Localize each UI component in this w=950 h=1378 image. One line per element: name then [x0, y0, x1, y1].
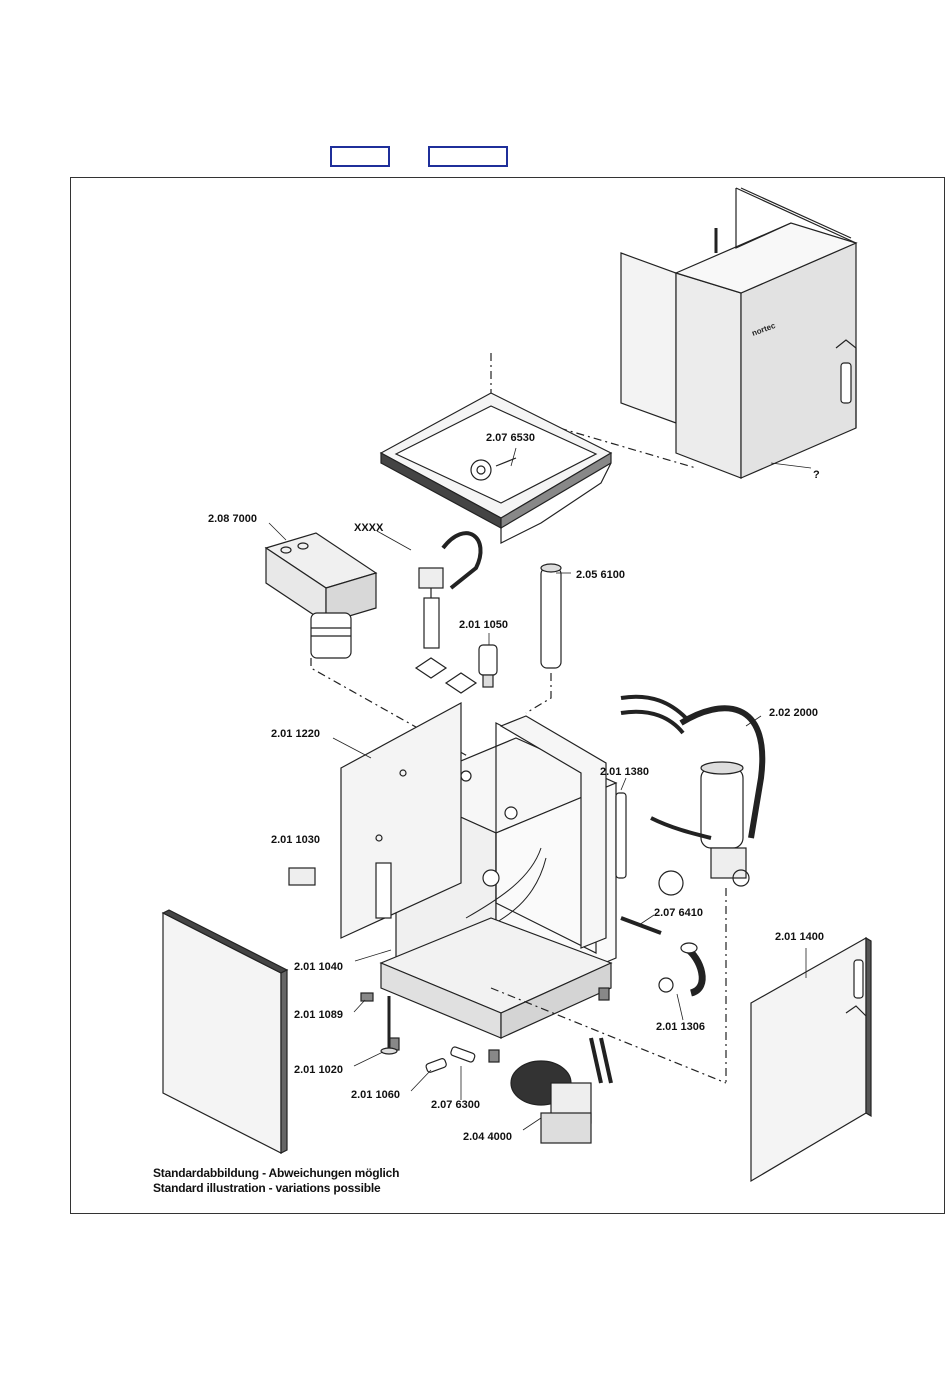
caption-german: Standardabbildung - Abweichungen möglich — [153, 1166, 399, 1180]
fitting-6300 — [450, 1046, 476, 1063]
nav-link-box-1[interactable] — [330, 146, 390, 167]
pin-part-6410 — [621, 918, 661, 933]
steam-cylinder — [621, 697, 762, 895]
label-question: ? — [813, 469, 820, 481]
exploded-view-frame: nortec — [70, 177, 945, 1214]
label-2011089: 2.01 1089 — [294, 1009, 343, 1021]
label-2011050: 2.01 1050 — [459, 619, 508, 631]
label-2044000: 2.04 4000 — [463, 1131, 512, 1143]
label-2011030: 2.01 1030 — [271, 834, 320, 846]
left-door-panel — [163, 910, 287, 1153]
fitting-1089 — [361, 993, 373, 1001]
filter-hose-assembly — [416, 533, 481, 693]
label-2087000: 2.08 7000 — [208, 513, 257, 525]
label-2011400: 2.01 1400 — [775, 931, 824, 943]
top-frame — [381, 393, 611, 543]
label-2011380: 2.01 1380 — [600, 766, 649, 778]
label-xxxx: XXXX — [354, 522, 384, 534]
right-door-panel — [751, 938, 871, 1181]
top-cover-housing: nortec — [621, 188, 856, 478]
controller-block — [266, 533, 376, 658]
label-2011020: 2.01 1020 — [294, 1064, 343, 1076]
label-2056100: 2.05 6100 — [576, 569, 625, 581]
label-2011040: 2.01 1040 — [294, 961, 343, 973]
caption-english: Standard illustration - variations possi… — [153, 1181, 380, 1195]
fitting-1060 — [425, 1058, 447, 1073]
label-2076530: 2.07 6530 — [486, 432, 535, 444]
tube-part — [541, 564, 561, 668]
nav-link-box-2[interactable] — [428, 146, 508, 167]
elbow-part — [659, 943, 702, 993]
label-2011060: 2.01 1060 — [351, 1089, 400, 1101]
label-2011306: 2.01 1306 — [656, 1021, 705, 1033]
label-2076410: 2.07 6410 — [654, 907, 703, 919]
connector-part — [479, 645, 497, 687]
label-2011220: 2.01 1220 — [271, 728, 320, 740]
label-2022000: 2.02 2000 — [769, 707, 818, 719]
small-cover-plate — [289, 868, 315, 885]
label-2076300: 2.07 6300 — [431, 1099, 480, 1111]
pump-motor — [511, 1038, 611, 1143]
exploded-view-drawing: nortec — [71, 178, 944, 1213]
